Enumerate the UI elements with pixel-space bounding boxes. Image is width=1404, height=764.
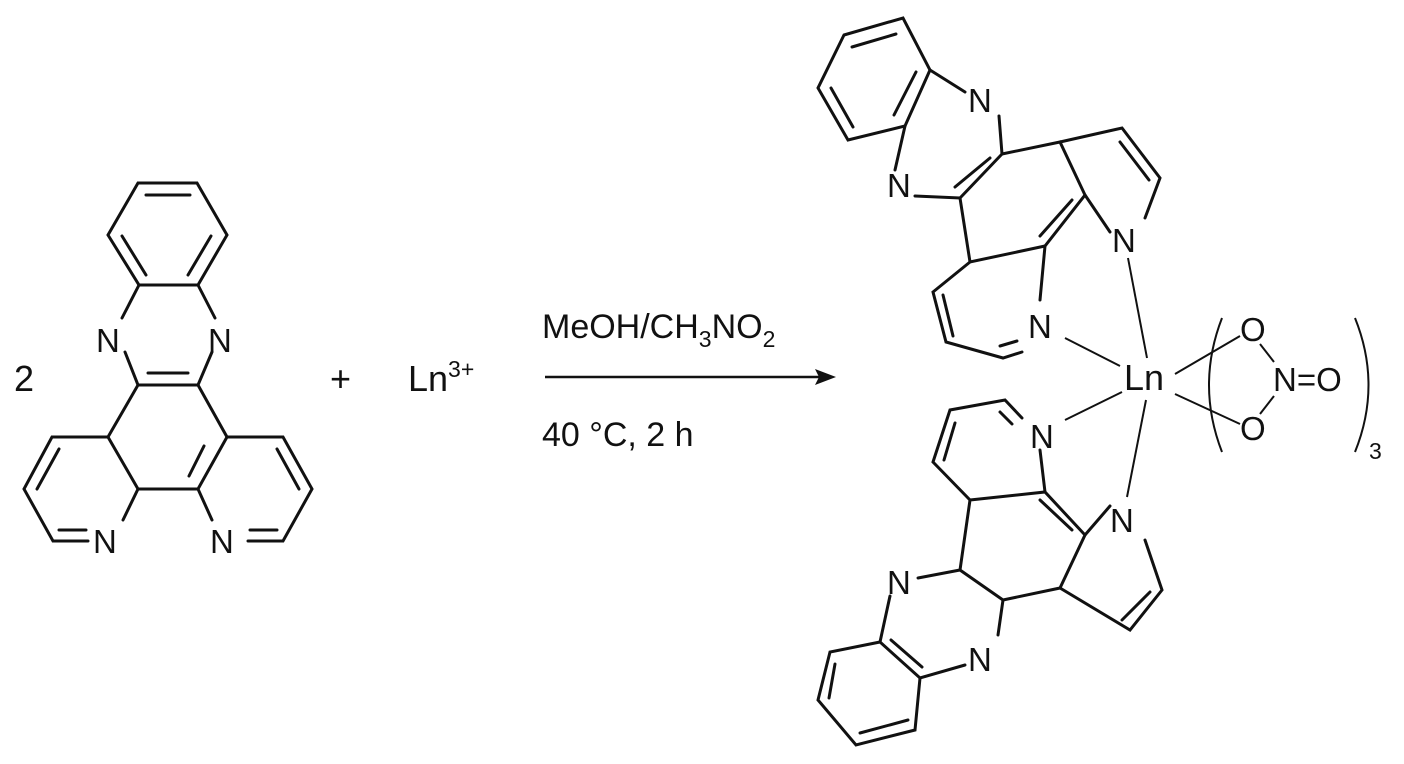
product-lower-atom-n4: N [968, 641, 992, 678]
product-lower-atom-n1: N [1030, 418, 1054, 455]
product-upper-atom-n2: N [887, 167, 911, 204]
reactant-dppz-structure [22, 181, 314, 543]
reactant-atom-n3: N [93, 523, 117, 560]
plus-sign: + [330, 358, 351, 399]
reactant-atom-n1: N [96, 322, 120, 359]
product-lower-ligand [816, 398, 1164, 747]
product-upper-ligand [816, 16, 1162, 360]
nitrate-atom-o1: O [1240, 311, 1266, 348]
nitrate-count-subscript: 3 [1369, 438, 1382, 464]
product-lower-atom-n3: N [887, 564, 911, 601]
nitrate-atom-o2: O [1240, 410, 1266, 447]
product-metal: Ln [1124, 357, 1164, 398]
metal-ion-charge: 3+ [448, 356, 474, 382]
condition-solvent: MeOH/CH3NO2 [542, 308, 775, 352]
coordination-bonds [1064, 257, 1148, 498]
product-lower-atom-n2: N [1110, 502, 1134, 539]
condition-temperature-time: 40 °C, 2 h [542, 416, 694, 454]
product-upper-atom-n4: N [1028, 308, 1052, 345]
nitrate-atom-n: N=O [1273, 361, 1342, 398]
metal-ion: Ln3+ [408, 356, 474, 399]
metal-ion-symbol: Ln [408, 358, 448, 399]
reaction-arrow [545, 369, 836, 385]
product-upper-atom-n1: N [968, 82, 992, 119]
nitrate-ligand [1174, 317, 1370, 453]
stoich-coefficient: 2 [14, 358, 34, 399]
product-upper-atom-n3: N [1112, 222, 1136, 259]
reactant-atom-n4: N [210, 523, 234, 560]
reactant-atom-n2: N [208, 322, 232, 359]
